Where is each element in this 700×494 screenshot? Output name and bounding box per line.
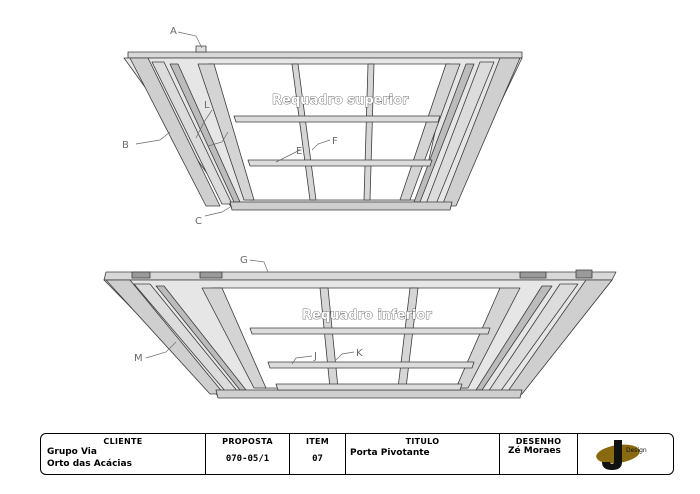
label-a: A bbox=[170, 26, 177, 37]
title-block: CLIENTE Grupo Via Orto das Acácias PROPO… bbox=[40, 433, 674, 475]
item-header: ITEM bbox=[305, 437, 330, 446]
logo-cell: Design bbox=[577, 434, 673, 474]
frame-inferior-title: Requadro inferior bbox=[302, 308, 432, 323]
logo-text: Design bbox=[626, 447, 647, 454]
technical-drawing: Requadro superior A B C L E F bbox=[103, 26, 617, 399]
titulo-cell: TITULO Porta Pivotante bbox=[345, 434, 499, 474]
label-l: L bbox=[204, 100, 210, 111]
proposta-header: PROPOSTA bbox=[222, 437, 273, 446]
label-j: J bbox=[313, 351, 317, 362]
proposta-value: 070-05/1 bbox=[225, 454, 270, 464]
labels-inferior bbox=[145, 259, 355, 365]
cliente-cell: CLIENTE Grupo Via Orto das Acácias bbox=[41, 434, 205, 474]
item-cell: ITEM 07 bbox=[289, 434, 345, 474]
titulo-value: Porta Pivotante bbox=[350, 448, 430, 458]
label-c: C bbox=[195, 216, 202, 227]
label-m: M bbox=[134, 353, 143, 364]
label-k: K bbox=[356, 348, 363, 359]
desenho-value: Zé Moraes bbox=[508, 446, 561, 456]
labels-superior bbox=[135, 31, 331, 217]
cliente-line2: Orto das Acácias bbox=[47, 459, 132, 469]
desenho-header: DESENHO bbox=[515, 437, 562, 446]
frame-inferior bbox=[103, 269, 617, 399]
desenho-cell: DESENHO Zé Moraes bbox=[499, 434, 577, 474]
label-f: F bbox=[332, 136, 338, 147]
label-b: B bbox=[122, 140, 129, 151]
cliente-header: CLIENTE bbox=[103, 437, 143, 446]
label-e: E bbox=[296, 146, 302, 157]
frame-superior-title: Requadro superior bbox=[272, 93, 409, 108]
titulo-header: TITULO bbox=[405, 437, 440, 446]
cliente-line1: Grupo Via bbox=[47, 447, 97, 457]
proposta-cell: PROPOSTA 070-05/1 bbox=[205, 434, 289, 474]
label-g: G bbox=[240, 255, 248, 266]
company-logo: Design bbox=[596, 440, 647, 470]
frame-superior bbox=[123, 45, 523, 211]
item-value: 07 bbox=[312, 454, 323, 464]
